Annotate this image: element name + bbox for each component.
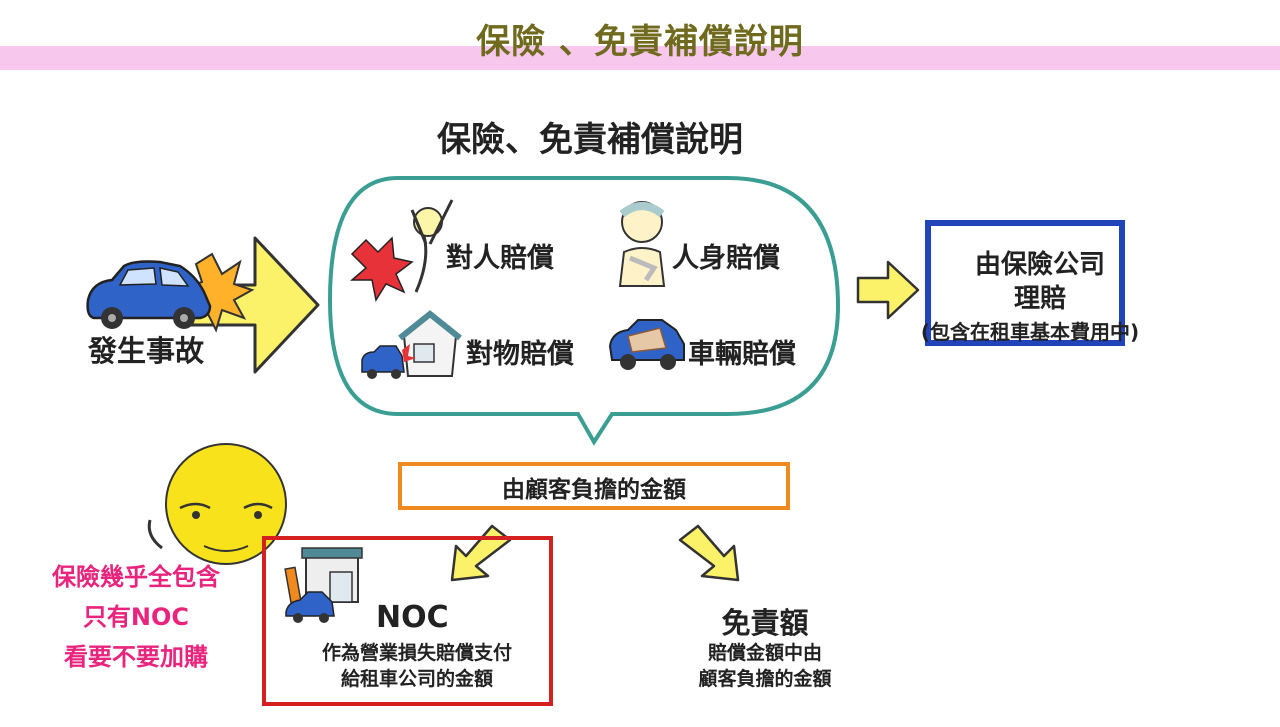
insurer-line1: 由保險公司 (974, 250, 1105, 280)
bandaged-person-icon (618, 201, 666, 287)
insurer-box (925, 220, 1125, 346)
insurer-note: (包含在租車基本費用中) (920, 320, 1140, 344)
diagram-title: 保險、免責補償說明 (437, 120, 743, 160)
insurer-text: 由保險公司 理賠 (900, 248, 1180, 316)
car-icon (86, 260, 212, 329)
side-note-line1: 保險幾乎全包含 (52, 563, 220, 591)
deductible-title: 免責額 (721, 606, 809, 640)
injured-person-icon (349, 199, 454, 302)
deductible-line1: 賠償金額中由 (707, 642, 822, 664)
title-band (0, 46, 1280, 70)
noc-car-icon (285, 591, 335, 623)
side-note-line2: 只有NOC (82, 603, 190, 631)
thinking-face-icon (147, 443, 287, 565)
insurer-line2: 理賠 (1013, 284, 1066, 314)
bubble-item-property-damage: 對物賠償 (466, 339, 574, 370)
coverage-bubble (327, 176, 841, 446)
slide-title: 保險 、免責補償說明 (476, 22, 804, 62)
bubble-item-personal-injury: 人身賠償 (672, 243, 780, 274)
side-note-line3: 看要不要加購 (64, 643, 208, 671)
noc-line1: 作為營業損失賠償支付 (321, 642, 512, 664)
deductible-line2: 顧客負擔的金額 (698, 668, 832, 690)
big-arrow-icon (186, 236, 320, 374)
damaged-car-icon (608, 319, 685, 370)
bubble-item-vehicle-damage: 車輛賠償 (688, 339, 796, 370)
deductible-description: 賠償金額中由 顧客負擔的金額 (660, 640, 870, 692)
start-label: 發生事故 (88, 334, 205, 368)
noc-title: NOC (376, 600, 449, 635)
noc-description: 作為營業損失賠償支付 給租車公司的金額 (292, 640, 542, 692)
arrow-to-insurer-icon (856, 260, 920, 320)
damaged-building-icon (361, 310, 462, 379)
customer-amount-label: 由顧客負擔的金額 (502, 477, 686, 503)
bubble-item-person-liability: 對人賠償 (446, 243, 554, 274)
side-note: 保險幾乎全包含 只有NOC 看要不要加購 (18, 557, 254, 677)
noc-highlight-box (262, 536, 553, 706)
noc-line2: 給租車公司的金額 (340, 668, 493, 690)
arrow-to-deductible-icon (678, 524, 740, 582)
customer-amount-box (398, 462, 790, 510)
